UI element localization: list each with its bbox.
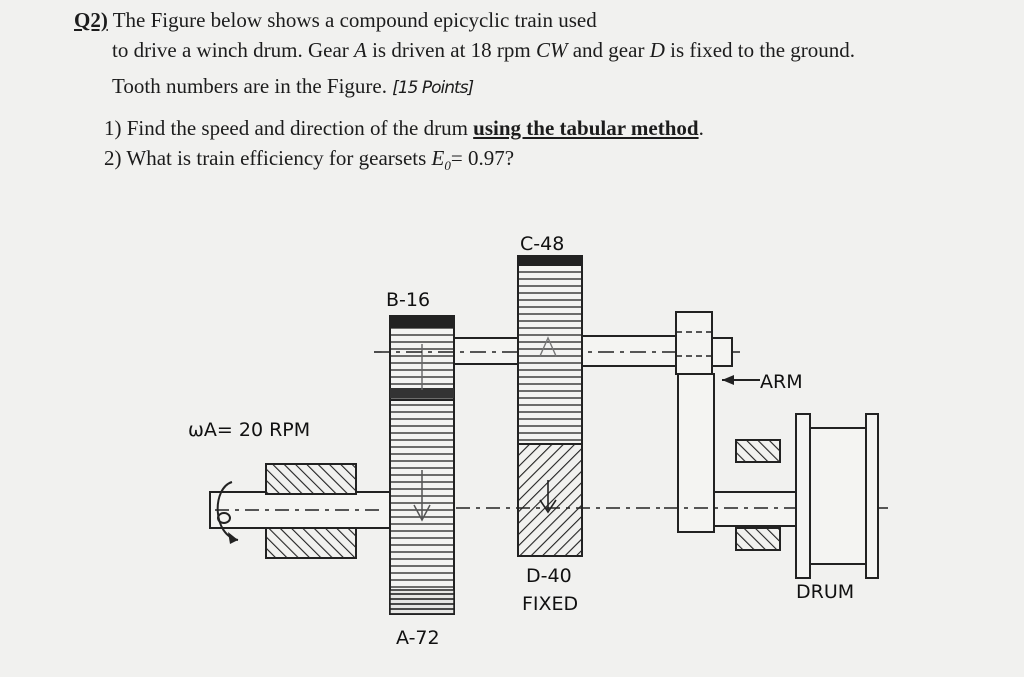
question-text: to drive a winch drum. Gear — [112, 38, 355, 62]
planet-shaft — [374, 335, 740, 367]
task-1: 1) Find the speed and direction of the d… — [104, 116, 704, 141]
task-text: What is train efficiency for gearsets — [126, 146, 432, 170]
task-emphasis: using the tabular method — [473, 116, 699, 140]
gear-a — [389, 397, 455, 615]
gear-c — [517, 255, 583, 445]
question-line-1: Q2) The Figure below shows a compound ep… — [74, 8, 597, 33]
points-annotation: [15 Points] — [392, 78, 474, 98]
label-fixed: FIXED — [522, 593, 578, 615]
gear-d — [517, 443, 583, 557]
drum — [795, 413, 879, 579]
label-input-speed: ωA= 20 RPM — [188, 419, 310, 441]
input-bearing — [265, 463, 357, 559]
task-end: . — [698, 116, 704, 140]
question-text: is fixed to the ground. — [664, 38, 856, 62]
label-arm: ARM — [760, 371, 803, 393]
gear-a-symbol: A — [354, 38, 367, 62]
cw-symbol: CW — [535, 38, 568, 62]
label-drum: DRUM — [796, 581, 854, 603]
task-number: 1) — [104, 116, 122, 140]
task-text: Find the speed and direction of the drum — [126, 116, 474, 140]
question-intro: The Figure below shows a compound epicyc… — [112, 8, 597, 32]
drum-bearing — [735, 439, 781, 551]
question-line-3: Tooth numbers are in the Figure. [15 Poi… — [112, 74, 474, 99]
gear-b — [389, 315, 455, 401]
arm — [664, 311, 890, 533]
label-gear-c: C-48 — [520, 233, 564, 255]
efficiency-subscript: 0 — [444, 158, 451, 174]
label-gear-d: D-40 — [526, 565, 572, 587]
task-2: 2) What is train efficiency for gearsets… — [104, 146, 514, 174]
efficiency-symbol: E — [431, 146, 445, 170]
question-number: Q2) — [74, 8, 108, 32]
question-line-2: to drive a winch drum. Gear A is driven … — [112, 38, 855, 63]
task-number: 2) — [104, 146, 122, 170]
question-text: and gear — [567, 38, 650, 62]
label-gear-b: B-16 — [386, 289, 430, 311]
question-text: is driven at 18 rpm — [366, 38, 536, 62]
gear-d-symbol: D — [649, 38, 665, 62]
label-gear-a: A-72 — [396, 627, 440, 649]
task-end: = 0.97? — [450, 146, 515, 170]
question-text: Tooth numbers are in the Figure. — [112, 74, 387, 98]
